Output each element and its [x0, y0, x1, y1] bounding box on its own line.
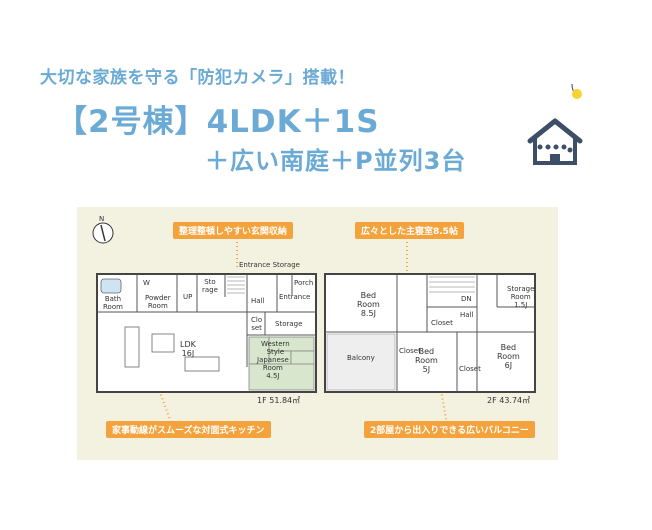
room-ldk: LDK 16J — [180, 340, 196, 358]
room-western-style: Western Style — [261, 340, 290, 356]
room-hall-1f: Hall — [251, 297, 265, 305]
room-bed-2: Bed Room 6J — [497, 343, 520, 370]
bathtub-icon — [100, 278, 122, 294]
room-powder: Powder Room — [145, 294, 171, 310]
room-closet-2f-b: Closet — [399, 347, 421, 355]
room-entrance: Entrance — [279, 293, 311, 301]
room-wc: W — [143, 279, 150, 287]
room-up: UP — [183, 293, 193, 301]
room-entrance-storage: Entrance Storage — [239, 261, 300, 269]
room-bed-3: Bed Room 5J — [415, 347, 438, 374]
room-japanese: Japanese Room 4.5J — [257, 356, 289, 380]
callout-master-bedroom: 広々とした主寝室8.5帖 — [355, 222, 464, 239]
floor-plan: 整理整頓しやすい玄関収納 広々とした主寝室8.5帖 家事動線がスムーズな対面式キ… — [77, 207, 558, 460]
compass-label: N — [99, 215, 105, 223]
room-hall-2f: Hall — [460, 311, 474, 319]
house-icon — [527, 118, 583, 165]
decoration — [527, 83, 583, 165]
floor-plan-drawing — [92, 222, 536, 426]
callout-entrance-storage: 整理整頓しやすい玄関収納 — [173, 222, 293, 239]
floor1-area: 1F 51.84㎡ — [257, 396, 301, 405]
room-balcony: Balcony — [347, 354, 375, 362]
headline: 大切な家族を守る「防犯カメラ」搭載！ — [40, 68, 355, 88]
callout-kitchen: 家事動線がスムーズな対面式キッチン — [106, 421, 271, 438]
room-storage-1f: Storage — [275, 320, 303, 328]
room-dn: DN — [461, 295, 472, 303]
lightbulb-icon — [571, 83, 582, 99]
callout-balcony: 2部屋から出入りできる広いバルコニー — [364, 421, 535, 438]
room-closet-2f-c: Closet — [459, 365, 481, 373]
page-subtitle: ＋広い南庭＋P並列3台 — [205, 147, 467, 175]
room-closet-2f-a: Closet — [431, 319, 453, 327]
floor2-area: 2F 43.74㎡ — [487, 396, 531, 405]
room-storage-small: Sto rage — [202, 278, 218, 294]
room-storage-2f: Storage Room 1.5J — [507, 285, 535, 309]
room-bed-master: Bed Room 8.5J — [357, 291, 380, 318]
room-closet-1f: Clo set — [251, 316, 263, 332]
room-bath: Bath Room — [103, 295, 123, 311]
compass-north-icon — [92, 222, 114, 244]
page-title: 【2号棟】4LDK＋1S — [56, 104, 380, 140]
room-porch: Porch — [294, 279, 314, 287]
